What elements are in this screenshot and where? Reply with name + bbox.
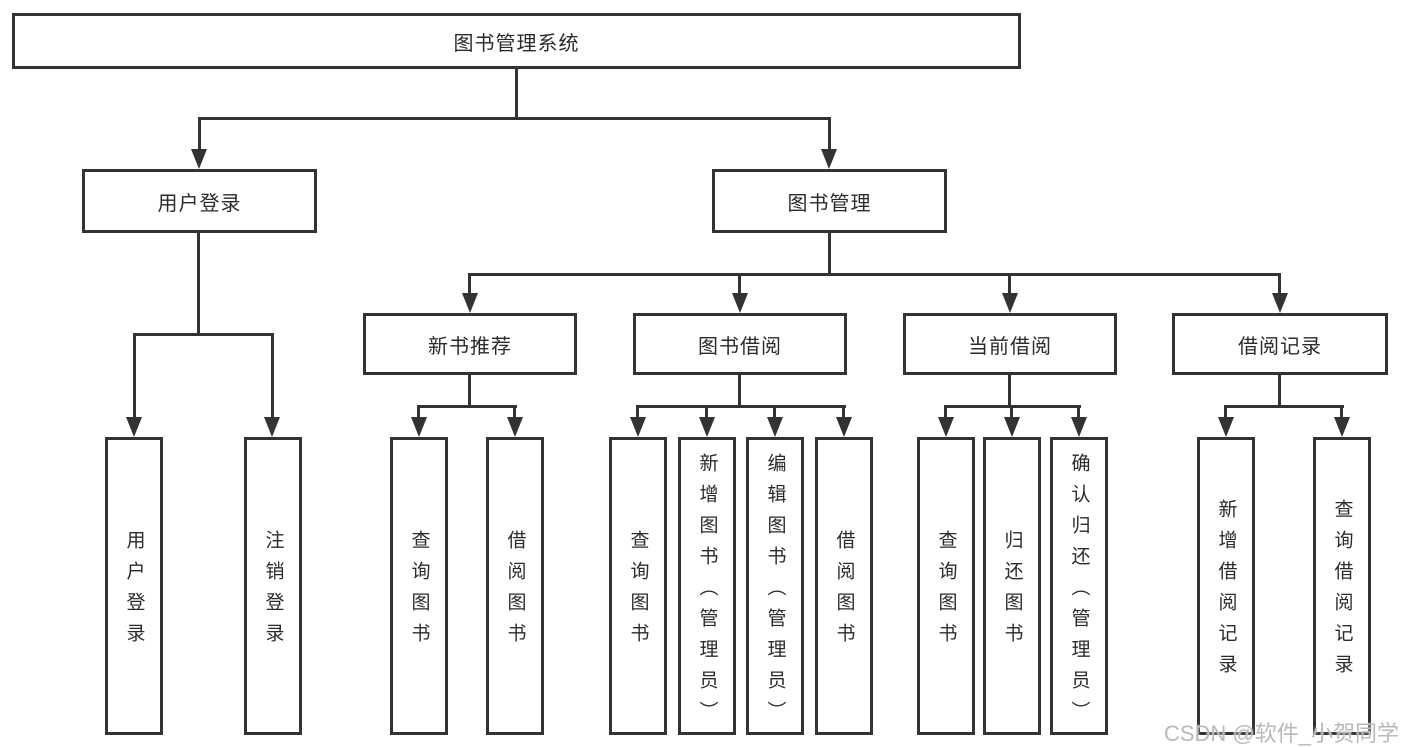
connector-line bbox=[417, 405, 517, 408]
node-current-borrowing: 当前借阅 bbox=[903, 313, 1117, 375]
node-label: 图书管理系统 bbox=[453, 32, 580, 55]
node-label: 注销登录 bbox=[262, 530, 284, 654]
leaf-borrow-books-recommend: 借阅图书 bbox=[486, 437, 544, 735]
connector-line bbox=[133, 333, 136, 419]
connector-line bbox=[513, 405, 516, 419]
connector-line bbox=[468, 273, 1281, 276]
connector-line bbox=[842, 405, 845, 419]
arrow-down-icon bbox=[462, 293, 478, 313]
watermark: CSDN @软件_小贺同学 bbox=[1163, 721, 1399, 746]
node-label: 查询图书 bbox=[935, 530, 957, 654]
node-label: 归还图书 bbox=[1001, 530, 1023, 654]
connector-line bbox=[133, 333, 274, 336]
leaf-return-book: 归还图书 bbox=[983, 437, 1041, 735]
arrow-down-icon bbox=[1272, 293, 1288, 313]
node-label: 用户登录 bbox=[123, 530, 145, 654]
node-book-borrowing: 图书借阅 bbox=[633, 313, 847, 375]
connector-line bbox=[944, 405, 947, 419]
leaf-query-books-current: 查询图书 bbox=[917, 437, 975, 735]
node-new-book-recommendation: 新书推荐 bbox=[363, 313, 577, 375]
leaf-query-books-recommend: 查询图书 bbox=[390, 437, 448, 735]
connector-line bbox=[198, 117, 201, 151]
connector-line bbox=[1077, 405, 1080, 419]
connector-line bbox=[705, 405, 708, 419]
connector-line bbox=[1278, 375, 1281, 407]
node-label: 新增借阅记录 bbox=[1215, 499, 1237, 685]
arrow-down-icon bbox=[732, 293, 748, 313]
arrow-down-icon bbox=[836, 417, 852, 437]
connector-line bbox=[773, 405, 776, 419]
node-label: 查询图书 bbox=[408, 530, 430, 654]
connector-line bbox=[738, 273, 741, 297]
connector-line bbox=[1224, 405, 1227, 419]
node-borrowing-records: 借阅记录 bbox=[1172, 313, 1388, 375]
connector-line bbox=[197, 233, 200, 335]
node-book-management: 图书管理 bbox=[712, 169, 947, 233]
arrow-down-icon bbox=[630, 417, 646, 437]
leaf-borrow-books-borrowing: 借阅图书 bbox=[815, 437, 873, 735]
connector-line bbox=[636, 405, 639, 419]
connector-line bbox=[468, 273, 471, 297]
node-label: 查询图书 bbox=[627, 530, 649, 654]
node-label: 确认归还（管理员） bbox=[1068, 452, 1090, 732]
connector-line bbox=[1340, 405, 1343, 419]
node-label: 借阅图书 bbox=[504, 530, 526, 654]
arrow-down-icon bbox=[1334, 417, 1350, 437]
node-label: 借阅图书 bbox=[833, 530, 855, 654]
arrow-down-icon bbox=[1218, 417, 1234, 437]
node-label: 借阅记录 bbox=[1238, 335, 1322, 358]
arrow-down-icon bbox=[264, 417, 280, 437]
arrow-down-icon bbox=[507, 417, 523, 437]
leaf-edit-book-admin: 编辑图书（管理员） bbox=[746, 437, 804, 735]
connector-line bbox=[1224, 405, 1344, 408]
arrow-down-icon bbox=[191, 149, 207, 169]
arrow-down-icon bbox=[1004, 417, 1020, 437]
connector-line bbox=[828, 233, 831, 276]
leaf-logout: 注销登录 bbox=[244, 437, 302, 735]
arrow-down-icon bbox=[938, 417, 954, 437]
connector-line bbox=[1008, 273, 1011, 297]
connector-line bbox=[636, 405, 846, 408]
node-label: 图书管理 bbox=[787, 192, 872, 215]
arrow-down-icon bbox=[126, 417, 142, 437]
connector-line bbox=[417, 405, 420, 419]
connector-line bbox=[271, 333, 274, 419]
connector-line bbox=[198, 117, 831, 120]
node-label: 新增图书（管理员） bbox=[696, 452, 718, 732]
connector-line bbox=[1008, 375, 1011, 407]
node-label: 新书推荐 bbox=[428, 335, 512, 358]
node-library-management-system: 图书管理系统 bbox=[12, 13, 1021, 69]
connector-line bbox=[828, 117, 831, 151]
leaf-add-borrow-record: 新增借阅记录 bbox=[1197, 437, 1255, 735]
connector-line bbox=[1010, 405, 1013, 419]
leaf-confirm-return-admin: 确认归还（管理员） bbox=[1050, 437, 1108, 735]
leaf-add-book-admin: 新增图书（管理员） bbox=[678, 437, 736, 735]
arrow-down-icon bbox=[411, 417, 427, 437]
arrow-down-icon bbox=[1002, 293, 1018, 313]
node-label: 编辑图书（管理员） bbox=[764, 452, 786, 732]
node-label: 图书借阅 bbox=[698, 335, 782, 358]
leaf-user-login: 用户登录 bbox=[105, 437, 163, 735]
connector-line bbox=[1278, 273, 1281, 297]
node-user-login: 用户登录 bbox=[82, 169, 317, 233]
leaf-query-borrow-record: 查询借阅记录 bbox=[1313, 437, 1371, 735]
connector-line bbox=[515, 69, 518, 118]
node-label: 查询借阅记录 bbox=[1331, 499, 1353, 685]
connector-line bbox=[738, 375, 741, 407]
node-label: 用户登录 bbox=[157, 192, 242, 215]
arrow-down-icon bbox=[821, 149, 837, 169]
arrow-down-icon bbox=[767, 417, 783, 437]
arrow-down-icon bbox=[1071, 417, 1087, 437]
node-label: 当前借阅 bbox=[968, 335, 1052, 358]
arrow-down-icon bbox=[699, 417, 715, 437]
leaf-query-books-borrowing: 查询图书 bbox=[609, 437, 667, 735]
connector-line bbox=[468, 375, 471, 407]
